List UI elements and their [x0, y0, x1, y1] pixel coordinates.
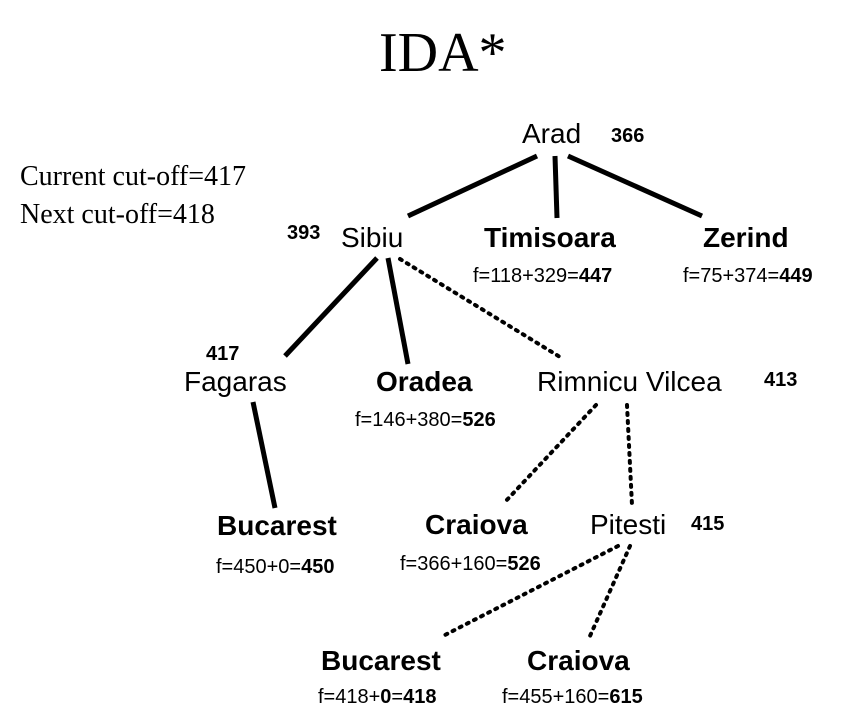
- node-craiova-2-f-expr: f=455+160=: [502, 686, 610, 708]
- node-bucarest-2-f-eq: =: [391, 686, 404, 708]
- current-cutoff: Current cut-off=417: [20, 161, 246, 192]
- node-oradea-f: f=146+380=526: [355, 410, 496, 430]
- node-craiova-1-f: f=366+160=526: [400, 554, 541, 574]
- edge-arad-zerind: [566, 153, 704, 219]
- node-fagaras: Fagaras: [184, 366, 287, 397]
- node-zerind-f: f=75+374=449: [683, 266, 813, 286]
- edge-pitesti-craiova2: [588, 544, 632, 638]
- node-craiova-2-f: f=455+160=615: [502, 687, 643, 707]
- edge-pitesti-bucarest2: [441, 544, 620, 638]
- node-timisoara-f: f=118+329=447: [473, 266, 612, 286]
- node-rimnicu-vilcea-h: 413: [764, 369, 798, 391]
- node-timisoara: Timisoara: [484, 222, 616, 253]
- node-pitesti: Pitesti: [590, 509, 667, 540]
- node-bucarest-2-f-value: 418: [403, 686, 437, 708]
- node-craiova-2: Craiova: [527, 645, 630, 676]
- node-bucarest-1-f-value: 450: [301, 556, 335, 578]
- node-craiova-1-f-value: 526: [507, 553, 541, 575]
- next-cutoff: Next cut-off=418: [20, 199, 215, 230]
- node-fagaras-h: 417: [206, 343, 240, 365]
- edge-sibiu-fagaras: [283, 256, 379, 358]
- node-craiova-1: Craiova: [425, 509, 528, 540]
- edge-rimnicu-craiova1: [502, 403, 598, 505]
- node-zerind-f-value: 449: [779, 265, 813, 287]
- node-sibiu-h: 393: [287, 222, 321, 244]
- node-bucarest-1-f-expr: f=450+0=: [216, 556, 302, 578]
- node-bucarest-2-f: f=418+0=418: [318, 687, 436, 707]
- node-zerind-f-expr: f=75+374=: [683, 265, 780, 287]
- node-arad: Arad: [522, 118, 582, 149]
- node-pitesti-h: 415: [691, 513, 725, 535]
- node-oradea-f-value: 526: [462, 409, 496, 431]
- node-bucarest-1-f: f=450+0=450: [216, 557, 334, 577]
- edge-rimnicu-pitesti: [625, 403, 634, 507]
- node-timisoara-f-expr: f=118+329=: [473, 265, 579, 287]
- node-sibiu: Sibiu: [341, 222, 404, 253]
- edge-sibiu-oradea: [385, 257, 411, 365]
- edge-arad-timisoara: [552, 155, 560, 219]
- node-craiova-1-f-expr: f=366+160=: [400, 553, 508, 575]
- node-bucarest-2-f-expr: f=418+: [318, 686, 381, 708]
- node-oradea-f-expr: f=146+380=: [355, 409, 463, 431]
- node-arad-h: 366: [611, 125, 645, 147]
- edge-arad-sibiu: [406, 153, 539, 219]
- edge-fagaras-bucarest1: [250, 401, 278, 509]
- edge-sibiu-rimnicu: [398, 257, 562, 359]
- node-bucarest-1: Bucarest: [217, 510, 337, 541]
- node-rimnicu-vilcea: Rimnicu Vilcea: [537, 366, 722, 397]
- node-oradea: Oradea: [376, 366, 473, 397]
- node-timisoara-f-value: 447: [578, 265, 613, 287]
- node-bucarest-2: Bucarest: [321, 645, 441, 676]
- node-bucarest-2-f-g: 0: [380, 686, 392, 708]
- node-craiova-2-f-value: 615: [609, 686, 643, 708]
- node-zerind: Zerind: [703, 222, 789, 253]
- page-title: IDA*: [379, 22, 507, 84]
